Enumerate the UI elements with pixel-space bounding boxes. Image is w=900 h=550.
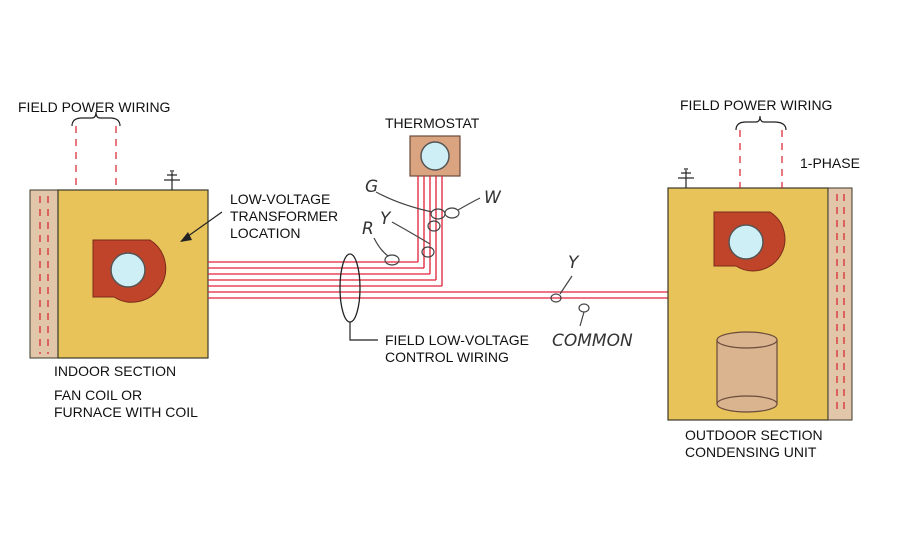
thermostat: THERMOSTAT [385,115,480,177]
transformer-label-line-3: LOCATION [230,225,301,241]
indoor-description-line-2: FURNACE WITH COIL [54,404,198,420]
terminal-g-label: G [365,177,378,197]
indoor-blower-icon [92,239,167,303]
indoor-unit: FIELD POWER WIRING LOW-VOLTAGE TRANSFORM… [18,99,338,420]
wire-bundle-marker [339,253,361,323]
transformer-label-line-2: TRANSFORMER [230,208,338,224]
indoor-ground-icon [164,170,180,190]
outdoor-power-label: FIELD POWER WIRING [680,97,832,113]
outdoor-section-label-line-1: OUTDOOR SECTION [685,427,823,443]
thermostat-dial-icon [420,141,450,171]
transformer-arrow [183,211,223,240]
terminal-r-icon [384,254,400,266]
thermostat-label: THERMOSTAT [385,115,480,131]
outdoor-blower-icon [713,211,786,272]
outdoor-unit: FIELD POWER WIRING 1-PHASE OUTDOOR SECTI… [667,97,860,460]
compressor-icon [716,331,778,413]
field-wiring-label-line-2: CONTROL WIRING [385,349,509,365]
outdoor-section-label-line-2: CONDENSING UNIT [685,444,817,460]
indoor-power-label: FIELD POWER WIRING [18,99,170,115]
indoor-description-line-1: FAN COIL OR [54,387,142,403]
terminal-y-label: Y [380,209,392,229]
handwritten-terminal-labels: G W R Y Y COMMON [362,177,633,351]
terminal-r-label: R [362,219,374,239]
terminal-w-label: W [484,188,502,208]
outdoor-ground-icon [678,168,694,188]
common-terminal-icon [578,303,590,313]
terminal-w-icon [444,207,460,219]
indoor-power-brace [71,111,121,127]
outdoor-power-brace [735,115,787,131]
indoor-coil-strip [29,189,59,359]
outdoor-y-terminal-icon [550,293,562,303]
phase-label: 1-PHASE [800,155,860,171]
outdoor-y-label: Y [568,253,580,273]
terminal-g-icon [430,208,446,220]
control-wires: FIELD LOW-VOLTAGE CONTROL WIRING [208,176,668,365]
field-wiring-label-line-1: FIELD LOW-VOLTAGE [385,332,529,348]
outdoor-coil-strip [827,187,853,421]
transformer-label-line-1: LOW-VOLTAGE [230,191,330,207]
terminal-y-icon [427,220,441,232]
terminal-junction-icon [421,246,435,258]
common-label: COMMON [552,331,633,351]
indoor-section-label: INDOOR SECTION [54,363,176,379]
